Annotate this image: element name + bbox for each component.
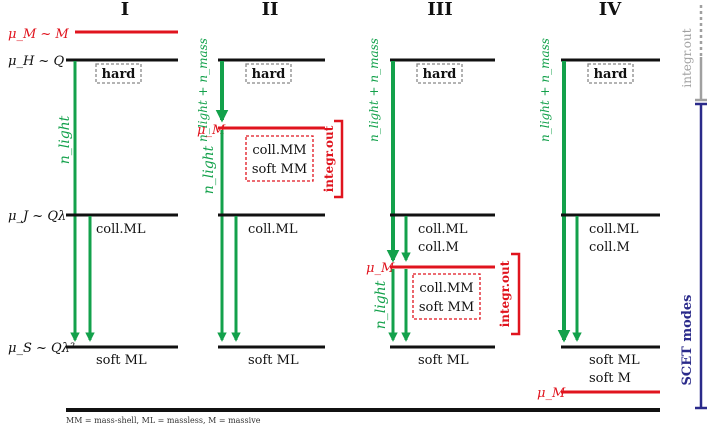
- col3-hard-box: [416, 63, 463, 84]
- col3-soft-mm: soft MM: [419, 300, 474, 315]
- col3-mode-box: [412, 273, 481, 320]
- col3-mu-m-label: μ_M: [366, 261, 395, 276]
- column-header-IV: IV: [599, 0, 622, 20]
- col4-mu-m-label: μ_M: [537, 386, 566, 401]
- col3-n-light-mass-label: n_light + n_mass: [367, 38, 381, 142]
- col4-hard-label: hard: [594, 67, 628, 82]
- column-header-III: III: [427, 0, 452, 20]
- col1-hard-box: [95, 63, 142, 84]
- col2-soft-mm: soft MM: [252, 162, 307, 177]
- col2-n-light-mass-label: n_light + n_mass: [196, 38, 210, 142]
- col3-n-light-label: n_light: [373, 280, 389, 329]
- col2-soft-ml: soft ML: [248, 353, 299, 368]
- column-header-II: II: [262, 0, 279, 20]
- col2-integr-bracket: [334, 119, 344, 199]
- scale-mu-j: μ_J ~ Qλ: [8, 209, 66, 224]
- col4-hard-box: [587, 63, 634, 84]
- col3-coll-m: coll.M: [418, 240, 459, 255]
- footnote: MM = mass-shell, ML = massless, M = mass…: [66, 416, 261, 425]
- col3-integr-out: integr.out: [498, 260, 512, 327]
- col4-soft-m: soft M: [589, 371, 631, 386]
- col2-hard-label: hard: [252, 67, 286, 82]
- scet-modes-label: SCET modes: [680, 295, 695, 386]
- col4-soft-ml: soft ML: [589, 353, 640, 368]
- col3-coll-mm: coll.MM: [419, 281, 473, 296]
- col3-soft-ml: soft ML: [418, 353, 469, 368]
- col2-integr-out: integr.out: [322, 125, 336, 192]
- col2-hard-box: [245, 63, 292, 84]
- col2-mode-box: [245, 135, 314, 182]
- column-header-I: I: [121, 0, 129, 20]
- col3-hard-label: hard: [423, 67, 457, 82]
- integr-out-gray-label: integr.out: [680, 28, 694, 87]
- col2-n-light-label: n_light: [201, 145, 217, 194]
- col1-coll-ml: coll.ML: [96, 222, 146, 237]
- col1-n-light-label: n_light: [57, 115, 73, 164]
- col4-coll-m: coll.M: [589, 240, 630, 255]
- scale-mu-s: μ_S ~ Qλ²: [8, 341, 75, 356]
- col3-coll-ml: coll.ML: [418, 222, 468, 237]
- scale-mu-h: μ_H ~ Q: [8, 54, 64, 69]
- col2-coll-mm: coll.MM: [252, 143, 306, 158]
- col4-coll-ml: coll.ML: [589, 222, 639, 237]
- col1-soft-ml: soft ML: [96, 353, 147, 368]
- col4-n-light-mass-label: n_light + n_mass: [538, 38, 552, 142]
- scale-mu-m-sim-m: μ_M ~ M: [8, 27, 69, 42]
- col2-coll-ml: coll.ML: [248, 222, 298, 237]
- col1-hard-label: hard: [102, 67, 136, 82]
- col3-integr-bracket: [511, 252, 521, 336]
